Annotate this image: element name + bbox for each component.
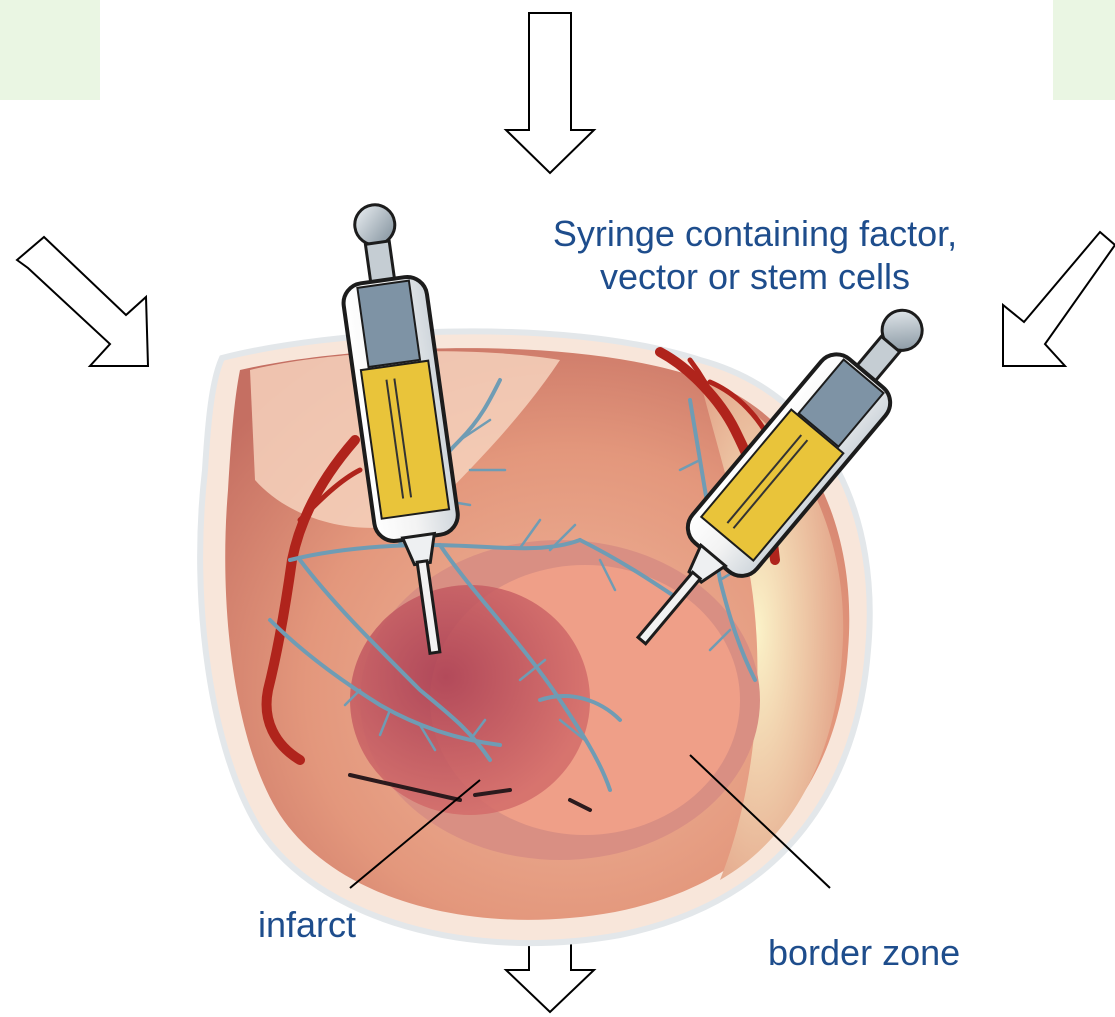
- arrow-left-icon: [17, 237, 148, 366]
- infarct-label: infarct: [258, 903, 356, 946]
- infarct-region: [350, 585, 590, 815]
- border-zone-label: border zone: [768, 931, 960, 974]
- arrow-top-icon: [506, 13, 594, 173]
- syringe-caption: Syringe containing factor, vector or ste…: [455, 212, 1055, 298]
- syringe-caption-line1: Syringe containing factor,: [455, 212, 1055, 255]
- syringe-caption-line2: vector or stem cells: [455, 255, 1055, 298]
